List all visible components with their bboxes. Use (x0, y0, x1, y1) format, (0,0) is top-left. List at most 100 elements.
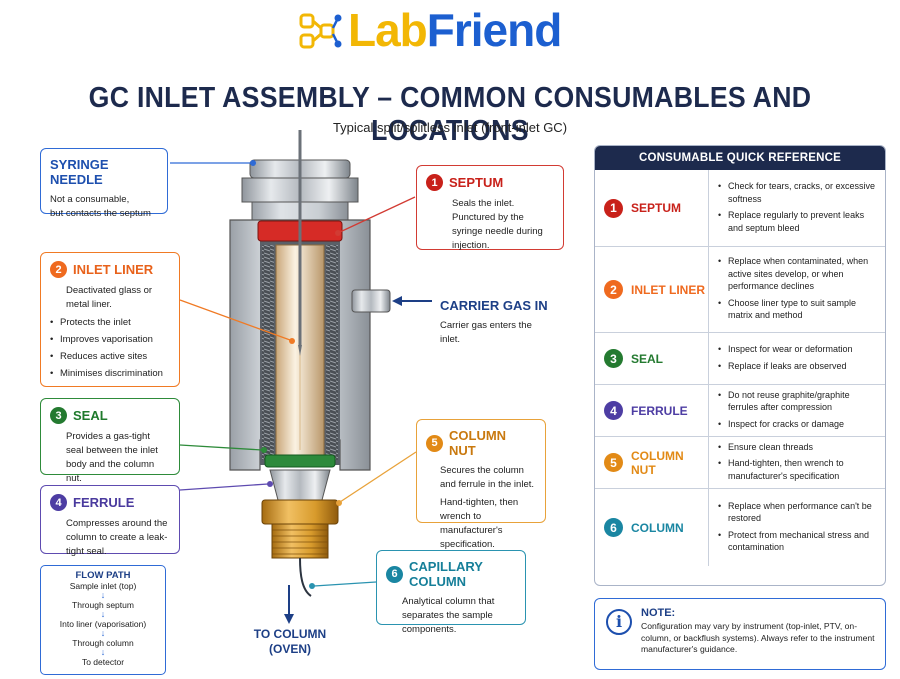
ferrule-number: 4 (50, 494, 67, 511)
syringe-needle-callout: SYRINGE NEEDLE Not a consumable, but con… (40, 148, 168, 219)
page-subtitle: Typical split/splitless inlet (front-inl… (332, 120, 568, 135)
capillary-column-text: Analytical column that separates the sam… (402, 596, 495, 635)
info-icon: i (606, 609, 632, 635)
ref-row-label: SEAL (631, 351, 664, 366)
ref-row-bullets: Replace when contaminated, when active s… (709, 247, 885, 332)
quick-reference-rows: 1SEPTUMCheck for tears, cracks, or exces… (595, 170, 885, 566)
labfriend-logo: LabFriend (298, 4, 602, 56)
column-nut-text-1: Secures the column and ferrule in the in… (440, 465, 535, 490)
ref-row-label: SEPTUM (631, 201, 682, 215)
ref-row-name: 5 COLUMN NUT (595, 437, 709, 488)
logo-molecule-icon (299, 13, 342, 49)
syringe-needle-title: SYRINGE NEEDLE (50, 157, 109, 187)
carrier-gas-title: CARRIER GAS IN (440, 298, 548, 313)
ref-row-label: COLUMN (631, 520, 684, 535)
ref-row-label: INLET LINER (631, 282, 705, 297)
ref-row-bullets: Inspect for wear or deformationReplace i… (709, 333, 885, 384)
note-box: i NOTE: Configuration may vary by instru… (594, 598, 886, 670)
column-nut-hex (261, 499, 339, 525)
list-item: Hand-tighten, then wrench to manufacture… (718, 457, 879, 482)
carrier-gas-text: Carrier gas enters the inlet. (440, 320, 532, 345)
ref-row-bullets: Ensure clean threadsHand-tighten, then w… (709, 437, 885, 488)
ref-row-bullets: Replace when performance can't be restor… (709, 489, 885, 566)
seal-text: Provides a gas-tight seal between the in… (66, 431, 158, 484)
flow-arrow-icon: ↓ (100, 647, 106, 657)
inlet-liner-title: INLET LINER (73, 262, 154, 277)
note-title: NOTE: (641, 607, 676, 619)
seal-shape (264, 454, 336, 468)
ref-row-number: 4 (604, 401, 623, 420)
ref-row-name: 3 SEAL (595, 333, 709, 384)
list-item: Replace if leaks are observed (718, 360, 879, 373)
quick-reference-title: CONSUMABLE QUICK REFERENCE (595, 146, 885, 170)
ref-row-name: 6 COLUMN (595, 489, 709, 566)
list-item: Minimises discrimination (50, 367, 170, 381)
column-nut-thread (271, 523, 329, 559)
list-item: Choose liner type to suit sample matrix … (718, 297, 879, 322)
syringe-needle-text: Not a consumable, but contacts the septu… (50, 194, 151, 219)
ref-row-number: 5 (604, 453, 623, 472)
table-row: 5 COLUMN NUT Ensure clean threadsHand-tigh… (595, 436, 885, 488)
inlet-liner-text: Deactivated glass or metal liner. (66, 285, 153, 310)
seal-number: 3 (50, 407, 67, 424)
ref-row-number: 6 (604, 518, 623, 537)
ref-row-label: COLUMN NUT (631, 448, 684, 477)
note-text: Configuration may vary by instrument (to… (641, 621, 875, 654)
table-row: 3 SEAL Inspect for wear or deformationRepl… (595, 332, 885, 384)
flow-path-box: FLOW PATH Sample inlet (top) ↓ Through s… (40, 565, 166, 675)
seal-title: SEAL (73, 408, 108, 423)
flow-arrow-icon: ↓ (100, 609, 106, 619)
list-item: Inspect for cracks or damage (718, 418, 879, 431)
septum-title: SEPTUM (449, 175, 504, 190)
table-row: 4 FERRULE Do not reuse graphite/graphite f… (595, 384, 885, 436)
list-item: Replace when contaminated, when active s… (718, 255, 879, 293)
table-row: 6 COLUMN Replace when performance can't be… (595, 488, 885, 566)
list-item: Do not reuse graphite/graphite ferrules … (718, 389, 879, 414)
threads-left (262, 245, 274, 460)
inlet-liner-number: 2 (50, 261, 67, 278)
list-item: Replace when performance can't be restor… (718, 500, 879, 525)
capillary-column-number: 6 (386, 565, 403, 583)
list-item: Protects the inlet (50, 316, 170, 330)
ref-row-bullets: Check for tears, cracks, or excessive so… (709, 170, 885, 246)
flow-step: Through septum (72, 600, 134, 610)
logo-wordmark: LabFriend (348, 4, 562, 56)
table-row: 2 INLET LINER Replace when contaminated, w… (595, 246, 885, 332)
flow-arrow-icon: ↓ (100, 590, 106, 600)
flow-step: Into liner (vaporisation) (59, 619, 147, 629)
carrier-gas-callout: CARRIER GAS IN Carrier gas enters the in… (440, 298, 548, 347)
ref-row-label: FERRULE (631, 403, 688, 418)
flow-step: Sample inlet (top) (69, 581, 137, 591)
septum-text-2: Punctured by the syringe needle during i… (452, 212, 543, 251)
table-row: 1SEPTUMCheck for tears, cracks, or exces… (595, 170, 885, 246)
ferrule-title: FERRULE (73, 495, 135, 510)
flow-step: Through column (72, 638, 134, 648)
ref-row-number: 2 (604, 280, 623, 299)
to-column-arrow (284, 614, 294, 624)
quick-reference-table: CONSUMABLE QUICK REFERENCE 1SEPTUMCheck … (594, 145, 886, 586)
carrier-arrow (392, 296, 402, 306)
flow-arrow-icon: ↓ (100, 628, 106, 638)
ferrule-shape (269, 469, 331, 501)
capillary-column-title: CAPILLARY COLUMN (409, 559, 483, 589)
threads-right (326, 245, 338, 460)
list-item: Improves vaporisation (50, 333, 170, 347)
capillary-column-callout: 6 CAPILLARY COLUMN Analytical column that… (376, 550, 526, 635)
ref-row-name: 2 INLET LINER (595, 247, 709, 332)
ferrule-callout: 4 FERRULE Compresses around the column to… (40, 485, 180, 557)
page-title: GC INLET ASSEMBLY – COMMON CONSUMABLES A… (88, 82, 812, 147)
list-item: Reduces active sites (50, 350, 170, 364)
ref-row-bullets: Do not reuse graphite/graphite ferrules … (709, 385, 885, 436)
ref-row-number: 3 (604, 349, 623, 368)
carrier-port (351, 289, 391, 313)
ferrule-text: Compresses around the column to create a… (66, 518, 168, 557)
list-item: Protect from mechanical stress and conta… (718, 529, 879, 554)
capillary-column-shape (299, 557, 312, 597)
column-nut-title: COLUMN NUT (449, 428, 507, 458)
ref-row-name: 4 FERRULE (595, 385, 709, 436)
column-nut-text-2: Hand-tighten, then wrench to manufacture… (440, 497, 519, 550)
